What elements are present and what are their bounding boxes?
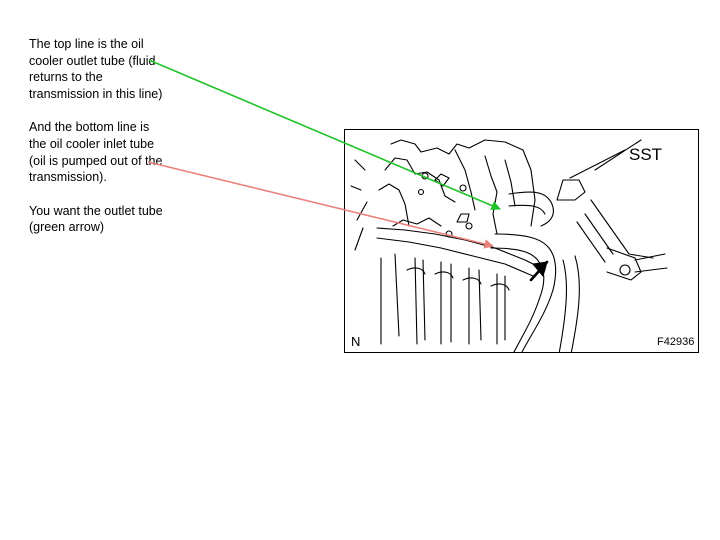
- transmission-diagram: SST N F42936: [344, 129, 699, 353]
- figure-code: F42936: [657, 336, 695, 348]
- note-recommendation: You want the outlet tube (green arrow): [29, 203, 163, 235]
- orientation-label: N: [351, 334, 361, 349]
- note-outlet-tube: The top line is the oil cooler outlet tu…: [29, 37, 163, 101]
- explanation-text: The top line is the oil cooler outlet tu…: [29, 36, 169, 253]
- tool-label: SST: [629, 145, 663, 164]
- note-inlet-tube: And the bottom line is the oil cooler in…: [29, 120, 163, 185]
